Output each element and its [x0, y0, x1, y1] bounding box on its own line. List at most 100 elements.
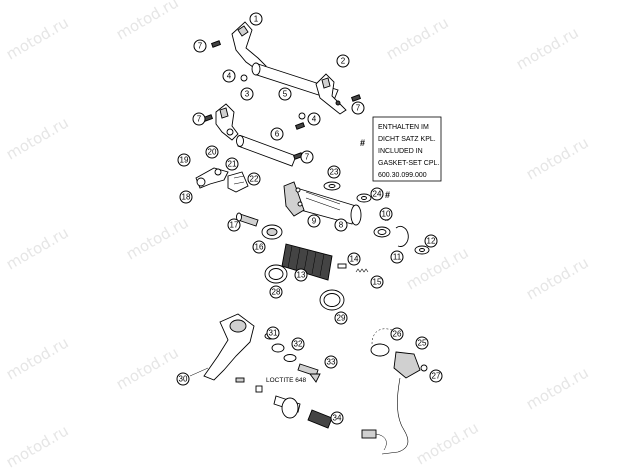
callout-3: 3: [240, 87, 254, 101]
callout-4: 4: [307, 112, 321, 126]
svg-text:33: 33: [327, 358, 336, 367]
small-parts-31-33: [264, 332, 319, 377]
callout-31: 31: [266, 326, 280, 340]
callout-22: 22: [247, 172, 261, 186]
callout-7: 7: [300, 150, 314, 164]
pins-7: [202, 40, 362, 160]
callout-32: 32: [291, 337, 305, 351]
bearing-10: [373, 226, 391, 238]
svg-text:7: 7: [305, 153, 310, 162]
note-line: INCLUDED IN: [378, 148, 423, 155]
shift-drum-9: [283, 181, 362, 226]
callout-21: 21: [225, 157, 239, 171]
callout-23: 23: [327, 165, 341, 179]
callout-34: 34: [330, 411, 344, 425]
bellows-13: [281, 243, 333, 281]
watermark: motod.ru: [123, 213, 192, 263]
callout-24: 24: [370, 187, 384, 201]
callout-14: 14: [347, 252, 361, 266]
svg-text:26: 26: [393, 330, 402, 339]
callout-8: 8: [334, 218, 348, 232]
shift-lever-30: [189, 313, 263, 393]
svg-text:2: 2: [341, 57, 346, 66]
svg-text:18: 18: [182, 193, 191, 202]
svg-text:22: 22: [250, 175, 259, 184]
pin-14: [337, 263, 347, 269]
svg-text:25: 25: [418, 339, 427, 348]
ring-28: [264, 264, 288, 284]
callout-28: 28: [269, 285, 283, 299]
shift-shaft-34: [273, 395, 333, 429]
svg-text:14: 14: [350, 255, 359, 264]
callout-13: 13: [294, 268, 308, 282]
svg-text:15: 15: [373, 278, 382, 287]
callout-5: 5: [278, 87, 292, 101]
svg-text:7: 7: [356, 104, 361, 113]
callout-33: 33: [324, 355, 338, 369]
callout-9: 9: [307, 214, 321, 228]
hash-mark: #: [385, 190, 390, 200]
callout-7: 7: [351, 101, 365, 115]
watermark: motod.ru: [523, 253, 592, 303]
svg-text:7: 7: [197, 115, 202, 124]
watermark: motod.ru: [513, 23, 582, 73]
loctite-label: LOCTITE 648: [266, 377, 306, 384]
gear-sensor-25-27: [361, 343, 428, 455]
callout-4: 4: [222, 69, 236, 83]
callout-29: 29: [334, 311, 348, 325]
callout-15: 15: [370, 275, 384, 289]
callout-2: 2: [336, 54, 350, 68]
svg-text:7: 7: [198, 42, 203, 51]
callout-11: 11: [390, 250, 404, 264]
watermark-layer: motod.ru motod.ru motod.ru motod.ru moto…: [3, 0, 592, 468]
note-hash: #: [360, 138, 365, 148]
callout-18: 18: [179, 190, 193, 204]
shift-rail-6: [236, 135, 297, 167]
svg-text:3: 3: [245, 90, 250, 99]
watermark: motod.ru: [113, 343, 182, 393]
callout-17: 17: [227, 218, 241, 232]
ring-29: [319, 289, 345, 311]
svg-text:21: 21: [228, 160, 237, 169]
loctite-marker: [309, 373, 321, 383]
note-line: ENTHALTEN IM: [378, 124, 429, 131]
callout-10: 10: [379, 207, 393, 221]
shift-fork-1: [231, 21, 267, 73]
watermark: motod.ru: [403, 243, 472, 293]
callout-19: 19: [177, 153, 191, 167]
screw-17: [236, 212, 259, 227]
callout-12: 12: [424, 234, 438, 248]
watermark: motod.ru: [3, 421, 72, 468]
callout-7: 7: [193, 39, 207, 53]
washer-23: [323, 181, 341, 191]
svg-text:12: 12: [427, 237, 436, 246]
svg-text:30: 30: [179, 375, 188, 384]
note-line: 600.30.099.000: [378, 172, 427, 179]
svg-text:4: 4: [227, 72, 232, 81]
svg-text:32: 32: [294, 340, 303, 349]
callout-7: 7: [192, 112, 206, 126]
svg-text:9: 9: [312, 217, 317, 226]
svg-text:5: 5: [283, 90, 288, 99]
svg-text:10: 10: [382, 210, 391, 219]
svg-text:6: 6: [275, 130, 280, 139]
svg-text:16: 16: [255, 243, 264, 252]
svg-text:8: 8: [339, 221, 344, 230]
spring-15: [355, 268, 369, 273]
callout-25: 25: [415, 336, 429, 350]
watermark: motod.ru: [3, 223, 72, 273]
svg-text:19: 19: [180, 156, 189, 165]
svg-text:28: 28: [272, 288, 281, 297]
callout-30: 30: [176, 372, 190, 386]
svg-text:23: 23: [330, 168, 339, 177]
watermark: motod.ru: [523, 133, 592, 183]
shift-fork-2: [315, 73, 347, 115]
svg-text:29: 29: [337, 314, 346, 323]
svg-text:27: 27: [432, 372, 441, 381]
note-line: GASKET-SET CPL.: [378, 160, 439, 167]
watermark: motod.ru: [383, 13, 452, 63]
svg-text:31: 31: [269, 329, 278, 338]
watermark: motod.ru: [3, 333, 72, 383]
